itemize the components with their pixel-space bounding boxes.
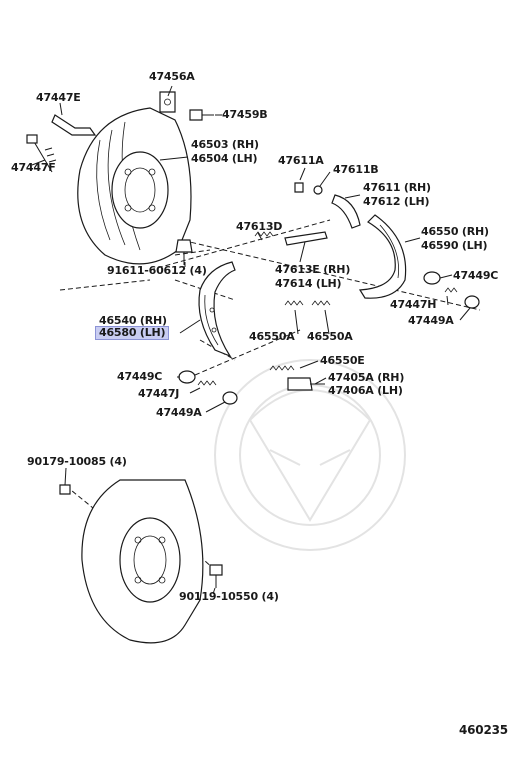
dust-cover-lower <box>59 479 223 644</box>
label-46504[interactable]: 46504 (LH) <box>191 152 258 165</box>
label-47447F[interactable]: 47447F <box>11 161 56 174</box>
label-47459B[interactable]: 47459B <box>222 108 268 121</box>
label-47447J[interactable]: 47447J <box>138 387 180 400</box>
label-91611[interactable]: 91611-60612 (4) <box>107 264 207 277</box>
label-46540[interactable]: 46540 (RH) <box>99 314 167 327</box>
label-46590[interactable]: 46590 (LH) <box>421 239 488 252</box>
brake-shoe-right <box>331 194 407 299</box>
backing-plate-upper <box>77 91 192 265</box>
label-47447E[interactable]: 47447E <box>36 91 81 104</box>
label-46503[interactable]: 46503 (RH) <box>191 138 259 151</box>
bolts-and-clips <box>26 109 214 265</box>
leader-lines <box>31 85 471 595</box>
label-90119[interactable]: 90119-10550 (4) <box>179 590 279 603</box>
label-47611[interactable]: 47611 (RH) <box>363 181 431 194</box>
label-90179[interactable]: 90179-10085 (4) <box>27 455 127 468</box>
label-47611B[interactable]: 47611B <box>333 163 379 176</box>
label-47611A[interactable]: 47611A <box>278 154 324 167</box>
label-47406A[interactable]: 47406A (LH) <box>328 384 403 397</box>
label-46550E[interactable]: 46550E <box>320 354 365 367</box>
adjuster-parts <box>284 182 328 391</box>
label-47447H[interactable]: 47447H <box>390 298 437 311</box>
parking-brake-shoe <box>198 261 236 358</box>
label-47449C-left[interactable]: 47449C <box>117 370 163 383</box>
label-46550A-2[interactable]: 46550A <box>307 330 353 343</box>
label-47405A[interactable]: 47405A (RH) <box>328 371 405 384</box>
springs <box>197 231 458 386</box>
label-47449A-left[interactable]: 47449A <box>156 406 202 419</box>
label-47449A-right[interactable]: 47449A <box>408 314 454 327</box>
label-47614[interactable]: 47614 (LH) <box>275 277 342 290</box>
label-47449C-right[interactable]: 47449C <box>453 269 499 282</box>
label-47613D[interactable]: 47613D <box>236 220 283 233</box>
label-47456A[interactable]: 47456A <box>149 70 195 83</box>
figure-number: 460235 <box>459 723 508 737</box>
label-46550[interactable]: 46550 (RH) <box>421 225 489 238</box>
label-47612[interactable]: 47612 (LH) <box>363 195 430 208</box>
label-46550A-1[interactable]: 46550A <box>249 330 295 343</box>
label-46580-highlighted[interactable]: 46580 (LH) <box>94 326 170 340</box>
label-47613E[interactable]: 47613E (RH) <box>275 263 351 276</box>
